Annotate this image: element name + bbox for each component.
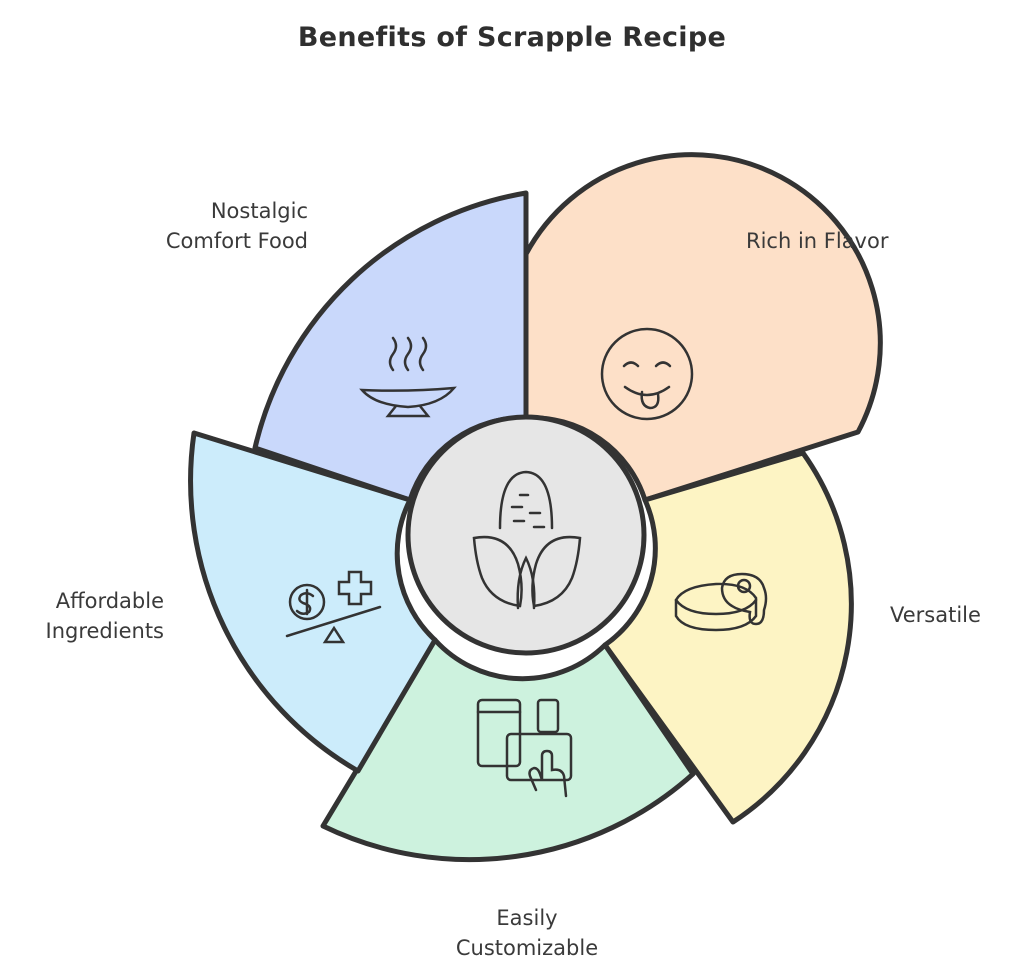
- segment-affordable: [188, 430, 438, 774]
- money-health-balance-icon: [285, 570, 382, 644]
- center-hub-circle: [405, 414, 647, 656]
- label-versatile-line1: Versatile: [890, 603, 981, 627]
- label-affordable-line1: Affordable: [55, 589, 164, 613]
- label-customizable: Easily Customizable: [427, 903, 627, 963]
- corn-icon: [472, 470, 582, 610]
- steaming-bowl-icon: [359, 336, 457, 418]
- label-affordable: Affordable Ingredients: [46, 586, 165, 646]
- segment-customizable: [320, 637, 696, 863]
- tongue-out-face-icon: [600, 327, 694, 421]
- segment-affordable-shape: [188, 430, 438, 774]
- diagram-title: Benefits of Scrapple Recipe: [297, 22, 727, 53]
- label-versatile: Versatile: [890, 600, 981, 630]
- label-affordable-line2: Ingredients: [45, 619, 165, 643]
- segment-rich-flavor: [523, 152, 883, 503]
- label-rich-flavor: Rich in Flavor: [746, 226, 888, 256]
- segment-versatile: [602, 450, 854, 825]
- label-rich-flavor-line1: Rich in Flavor: [746, 229, 889, 253]
- segment-rich-flavor-shape: [523, 152, 883, 503]
- egg-on-patty-icon: [674, 572, 768, 632]
- label-customizable-line2: Customizable: [455, 936, 599, 960]
- device-tap-icon: [476, 698, 573, 798]
- label-nostalgic: Nostalgic Comfort Food: [166, 196, 308, 256]
- label-nostalgic-line1: Nostalgic: [210, 199, 308, 223]
- center-hub: [405, 414, 647, 656]
- segment-versatile-shape: [602, 450, 854, 825]
- label-customizable-line1: Easily: [496, 906, 558, 930]
- label-nostalgic-line2: Comfort Food: [165, 229, 308, 253]
